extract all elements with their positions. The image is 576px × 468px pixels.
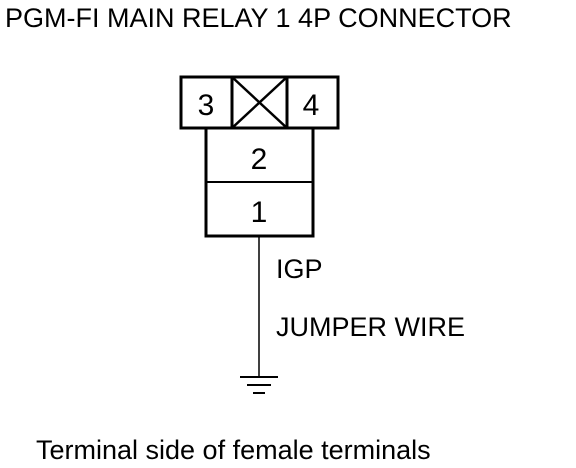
terminal-4-label: 4 [303,89,320,122]
x-mark-icon [231,76,288,129]
diagram-title: PGM-FI MAIN RELAY 1 4P CONNECTOR [5,3,512,33]
wire-label-igp: IGP [276,254,323,284]
terminal-3-label: 3 [198,89,215,122]
connector-lower-body: 2 1 [204,128,315,238]
ground-symbol-icon [240,376,278,394]
wire-note-jumper: JUMPER WIRE [276,312,465,342]
connector-top-row: 3 4 [179,75,340,130]
connector-top-outline [179,75,340,130]
diagram-caption: Terminal side of female terminals [36,435,431,465]
terminal-2-label: 2 [251,143,268,176]
terminal-1-label: 1 [251,196,268,229]
